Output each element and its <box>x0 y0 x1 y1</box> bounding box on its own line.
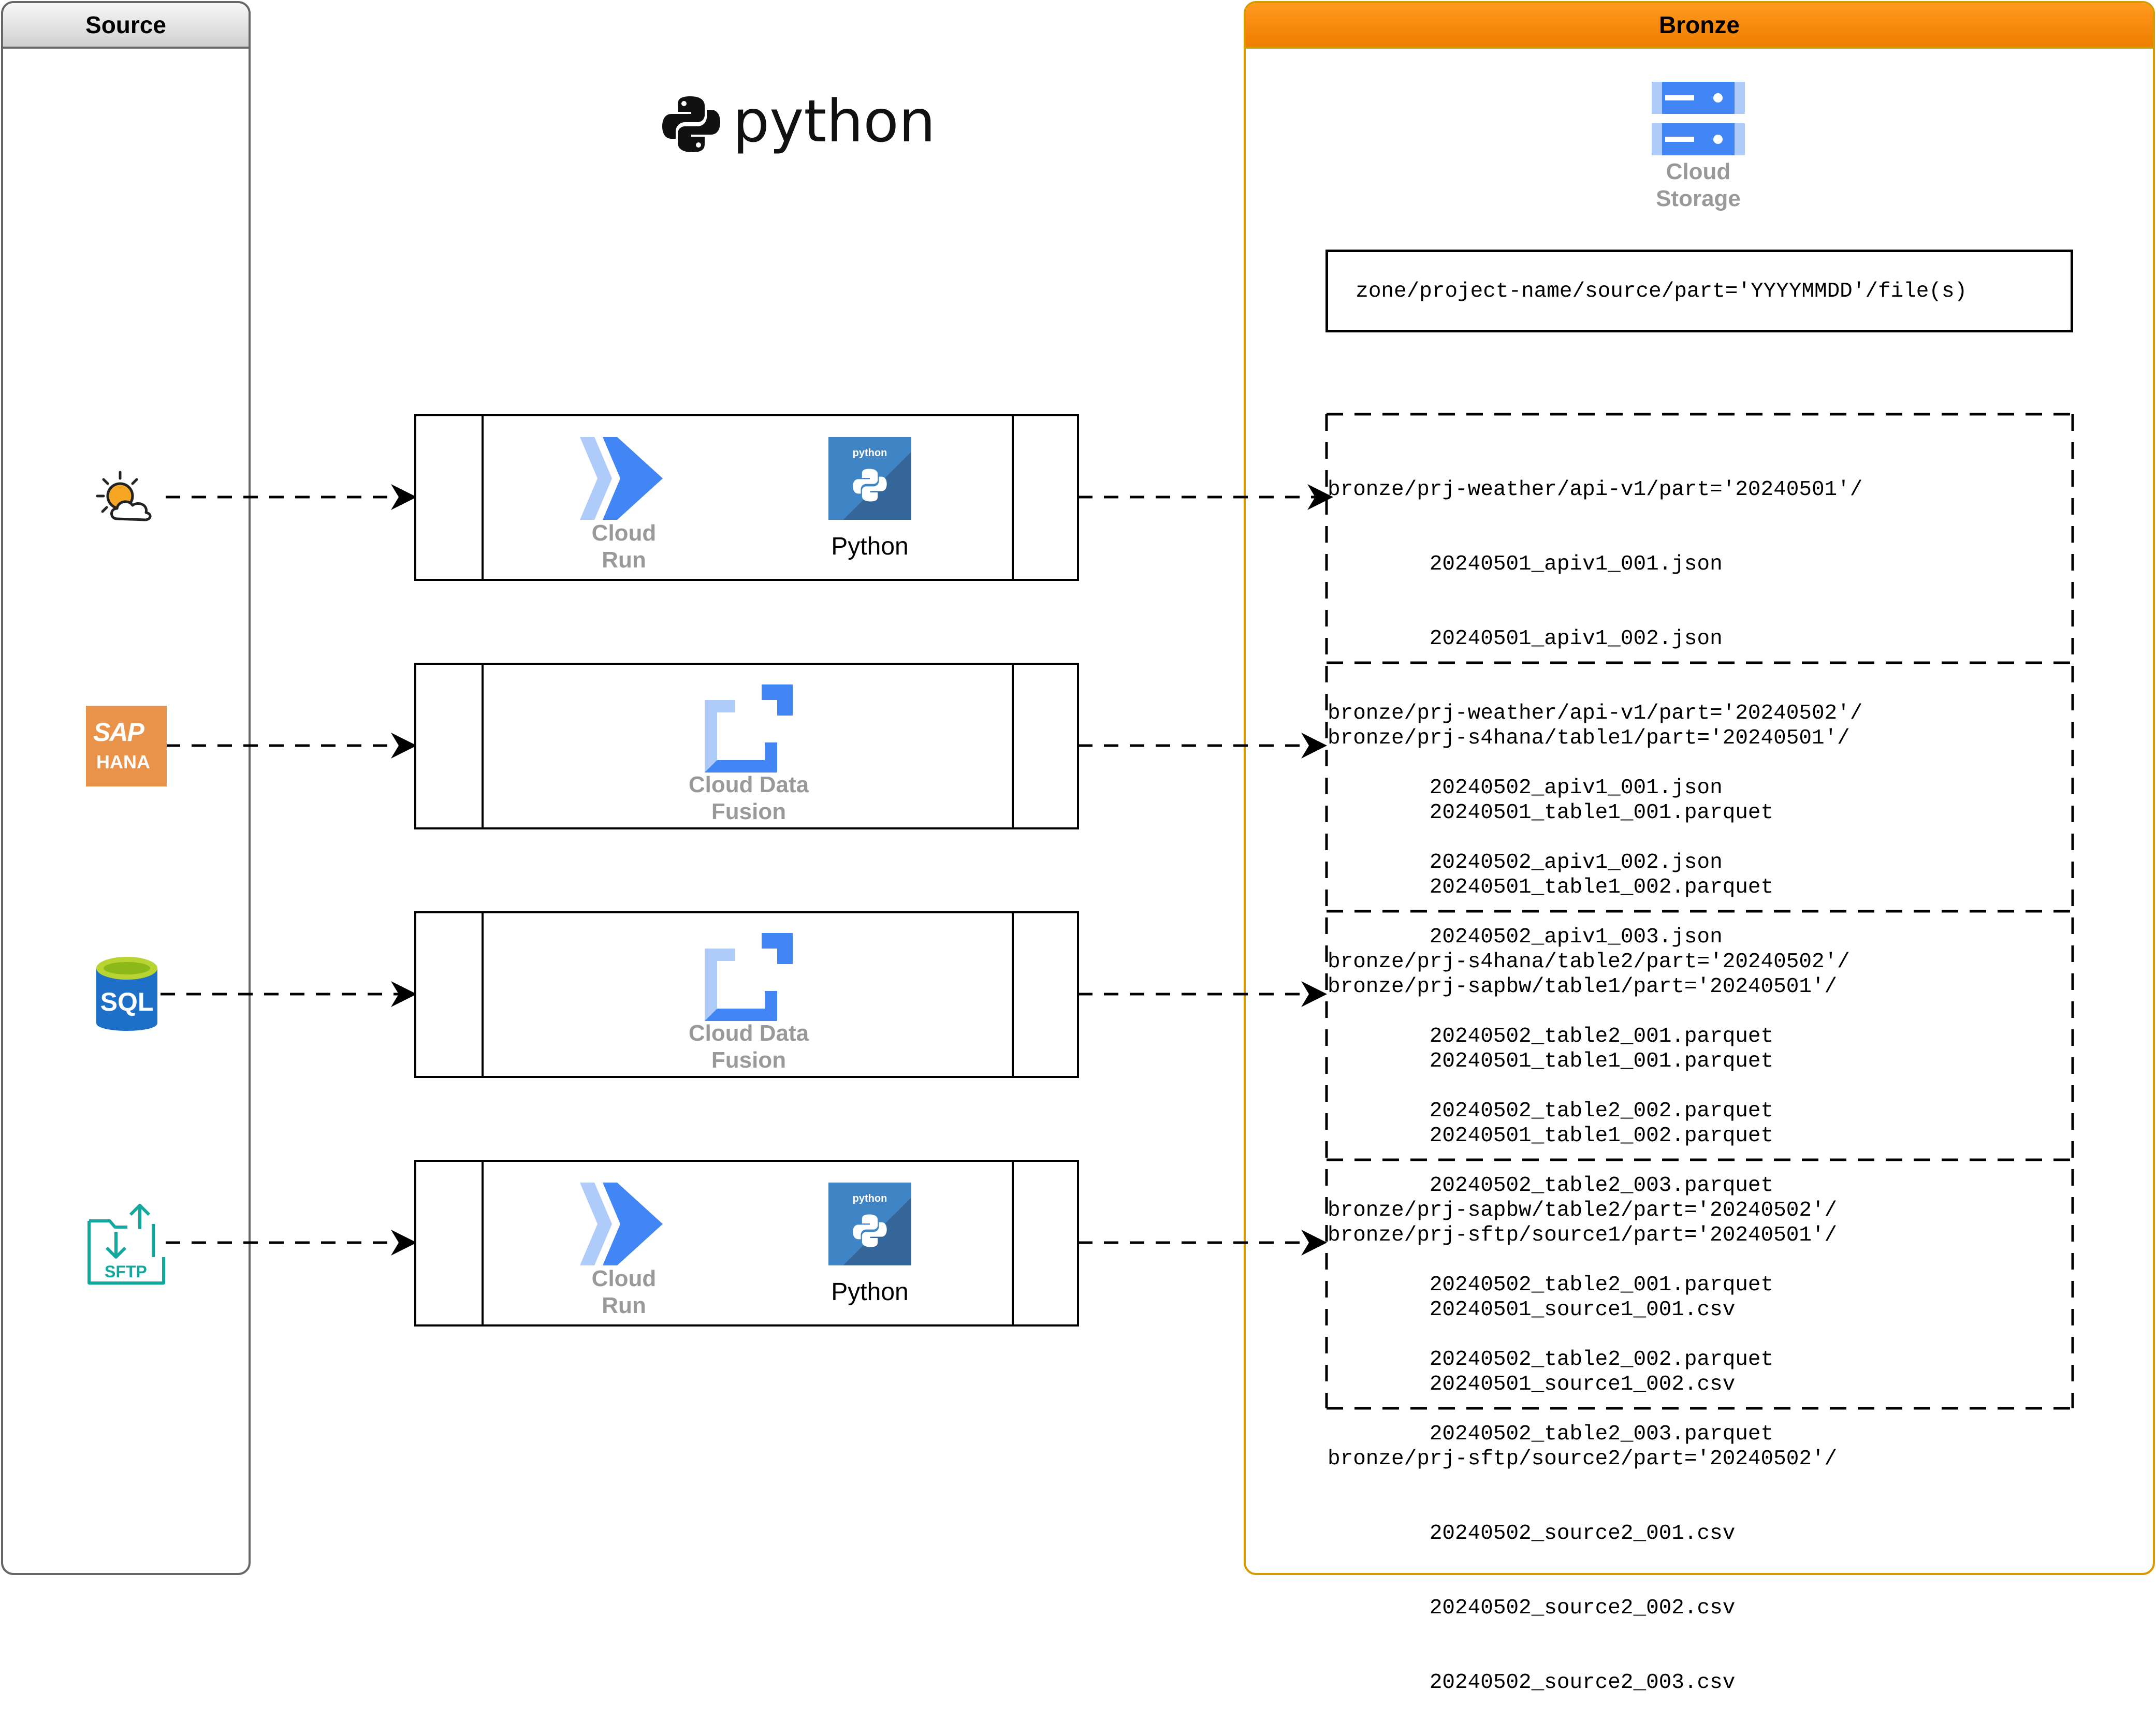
process-1-python-label: Python <box>831 533 909 560</box>
python-logo-text: python <box>733 88 936 155</box>
output-1-line-2: 20240501_apiv1_001.json <box>1328 552 1723 576</box>
output-2-line-4: bronze/prj-s4hana/table2/part='20240502'… <box>1328 950 1850 974</box>
output-3-line-5: 20240502_table2_001.parquet <box>1328 1273 1774 1297</box>
output-1-line-3: 20240501_apiv1_002.json <box>1328 627 1723 651</box>
hana-logo-text: HANA <box>96 751 150 772</box>
output-3-line-4: bronze/prj-sapbw/table2/part='20240502'/ <box>1328 1199 1838 1222</box>
sftp-logo-text: SFTP <box>105 1262 147 1281</box>
sap-logo-text: SAP <box>93 718 144 747</box>
cloud-storage-label-1: Cloud <box>1666 159 1731 184</box>
output-listing-1: bronze/prj-weather/api-v1/part='20240501… <box>1328 428 2068 974</box>
process-3-svc-label-1: Cloud Data <box>688 1021 809 1046</box>
output-listing-3: bronze/prj-sapbw/table1/part='20240501'/… <box>1328 925 2068 1471</box>
python-header-logo: python <box>660 91 936 158</box>
cloud-run-icon <box>580 437 663 520</box>
sql-database-icon <box>96 957 157 1031</box>
python-badge-text: python <box>852 1193 887 1204</box>
output-3-line-2: 20240501_table1_001.parquet <box>1328 1050 1774 1073</box>
python-badge-text: python <box>852 447 887 459</box>
process-4-svc-label-2: Run <box>602 1293 646 1318</box>
process-1-svc-label-2: Run <box>602 547 646 573</box>
output-3-line-3: 20240501_table1_002.parquet <box>1328 1124 1774 1148</box>
python-badge-icon: python <box>828 437 911 520</box>
path-template-text: zone/project-name/source/part='YYYYMMDD'… <box>1356 280 1968 303</box>
output-4-line-7: 20240502_source2_003.csv <box>1328 1671 1736 1695</box>
output-2-line-3: 20240501_table1_002.parquet <box>1328 876 1774 899</box>
source-lane-title: Source <box>3 3 249 49</box>
source-lane: Source <box>1 1 251 1575</box>
process-box-2: Cloud Data Fusion <box>414 663 1079 829</box>
cloud-storage: Cloud Storage <box>1652 82 1745 211</box>
process-4-python-label: Python <box>831 1278 909 1306</box>
process-box-4: Cloud Run python Python <box>414 1160 1079 1327</box>
python-badge-icon: python <box>828 1183 911 1265</box>
source-sap-hana: SAP HANA <box>86 706 167 786</box>
output-1-line-7: 20240502_apiv1_003.json <box>1328 925 1723 949</box>
output-listing-2: bronze/prj-s4hana/table1/part='20240501'… <box>1328 676 2068 1223</box>
output-3-line-1: bronze/prj-sapbw/table1/part='20240501'/ <box>1328 975 1838 999</box>
output-2-line-6: 20240502_table2_002.parquet <box>1328 1099 1774 1123</box>
output-1-line-4: bronze/prj-weather/api-v1/part='20240502… <box>1328 702 1863 725</box>
python-logo-icon <box>662 96 720 152</box>
process-box-3: Cloud Data Fusion <box>414 911 1079 1078</box>
process-1-svc-label-1: Cloud <box>591 520 657 546</box>
cloud-run-icon <box>580 1183 663 1265</box>
output-4-line-3: 20240501_source1_002.csv <box>1328 1373 1736 1396</box>
output-1-line-5: 20240502_apiv1_001.json <box>1328 776 1723 800</box>
source-weather <box>94 469 156 526</box>
output-4-line-5: 20240502_source2_001.csv <box>1328 1522 1736 1546</box>
output-2-line-5: 20240502_table2_001.parquet <box>1328 1025 1774 1048</box>
bronze-lane-title: Bronze <box>1246 3 2153 49</box>
output-2-line-2: 20240501_table1_001.parquet <box>1328 801 1774 825</box>
process-2-svc-label-2: Fusion <box>711 799 786 824</box>
sql-logo-text: SQL <box>100 987 154 1016</box>
output-4-line-4: bronze/prj-sftp/source2/part='20240502'/ <box>1328 1447 1838 1471</box>
output-4-line-2: 20240501_source1_001.csv <box>1328 1298 1736 1322</box>
output-2-line-7: 20240502_table2_003.parquet <box>1328 1174 1774 1198</box>
output-1-line-6: 20240502_apiv1_002.json <box>1328 851 1723 874</box>
sftp-icon <box>88 1204 165 1285</box>
output-1-line-1: bronze/prj-weather/api-v1/part='20240501… <box>1328 478 1863 502</box>
output-3-line-7: 20240502_table2_003.parquet <box>1328 1422 1774 1446</box>
process-3-svc-label-2: Fusion <box>711 1047 786 1073</box>
output-3-line-6: 20240502_table2_002.parquet <box>1328 1348 1774 1372</box>
cloud-data-fusion-icon <box>705 684 793 772</box>
output-listing-4: bronze/prj-sftp/source1/part='20240501'/… <box>1328 1173 2068 1720</box>
cloud-storage-label-2: Storage <box>1656 186 1741 211</box>
output-4-line-6: 20240502_source2_002.csv <box>1328 1596 1736 1620</box>
weather-icon <box>96 471 152 521</box>
output-4-line-1: bronze/prj-sftp/source1/part='20240501'/ <box>1328 1223 1838 1247</box>
source-sql: SQL <box>93 953 161 1036</box>
cloud-storage-icon <box>1652 82 1745 155</box>
process-2-svc-label-1: Cloud Data <box>688 772 809 797</box>
process-box-1: Cloud Run python Python <box>414 414 1079 581</box>
source-sftp: SFTP <box>86 1203 169 1286</box>
process-4-svc-label-1: Cloud <box>591 1266 657 1291</box>
output-2-line-1: bronze/prj-s4hana/table1/part='20240501'… <box>1328 726 1850 750</box>
bronze-lane: Bronze <box>1244 1 2155 1575</box>
cloud-data-fusion-icon <box>705 933 793 1021</box>
path-template-box: zone/project-name/source/part='YYYYMMDD'… <box>1325 250 2073 332</box>
